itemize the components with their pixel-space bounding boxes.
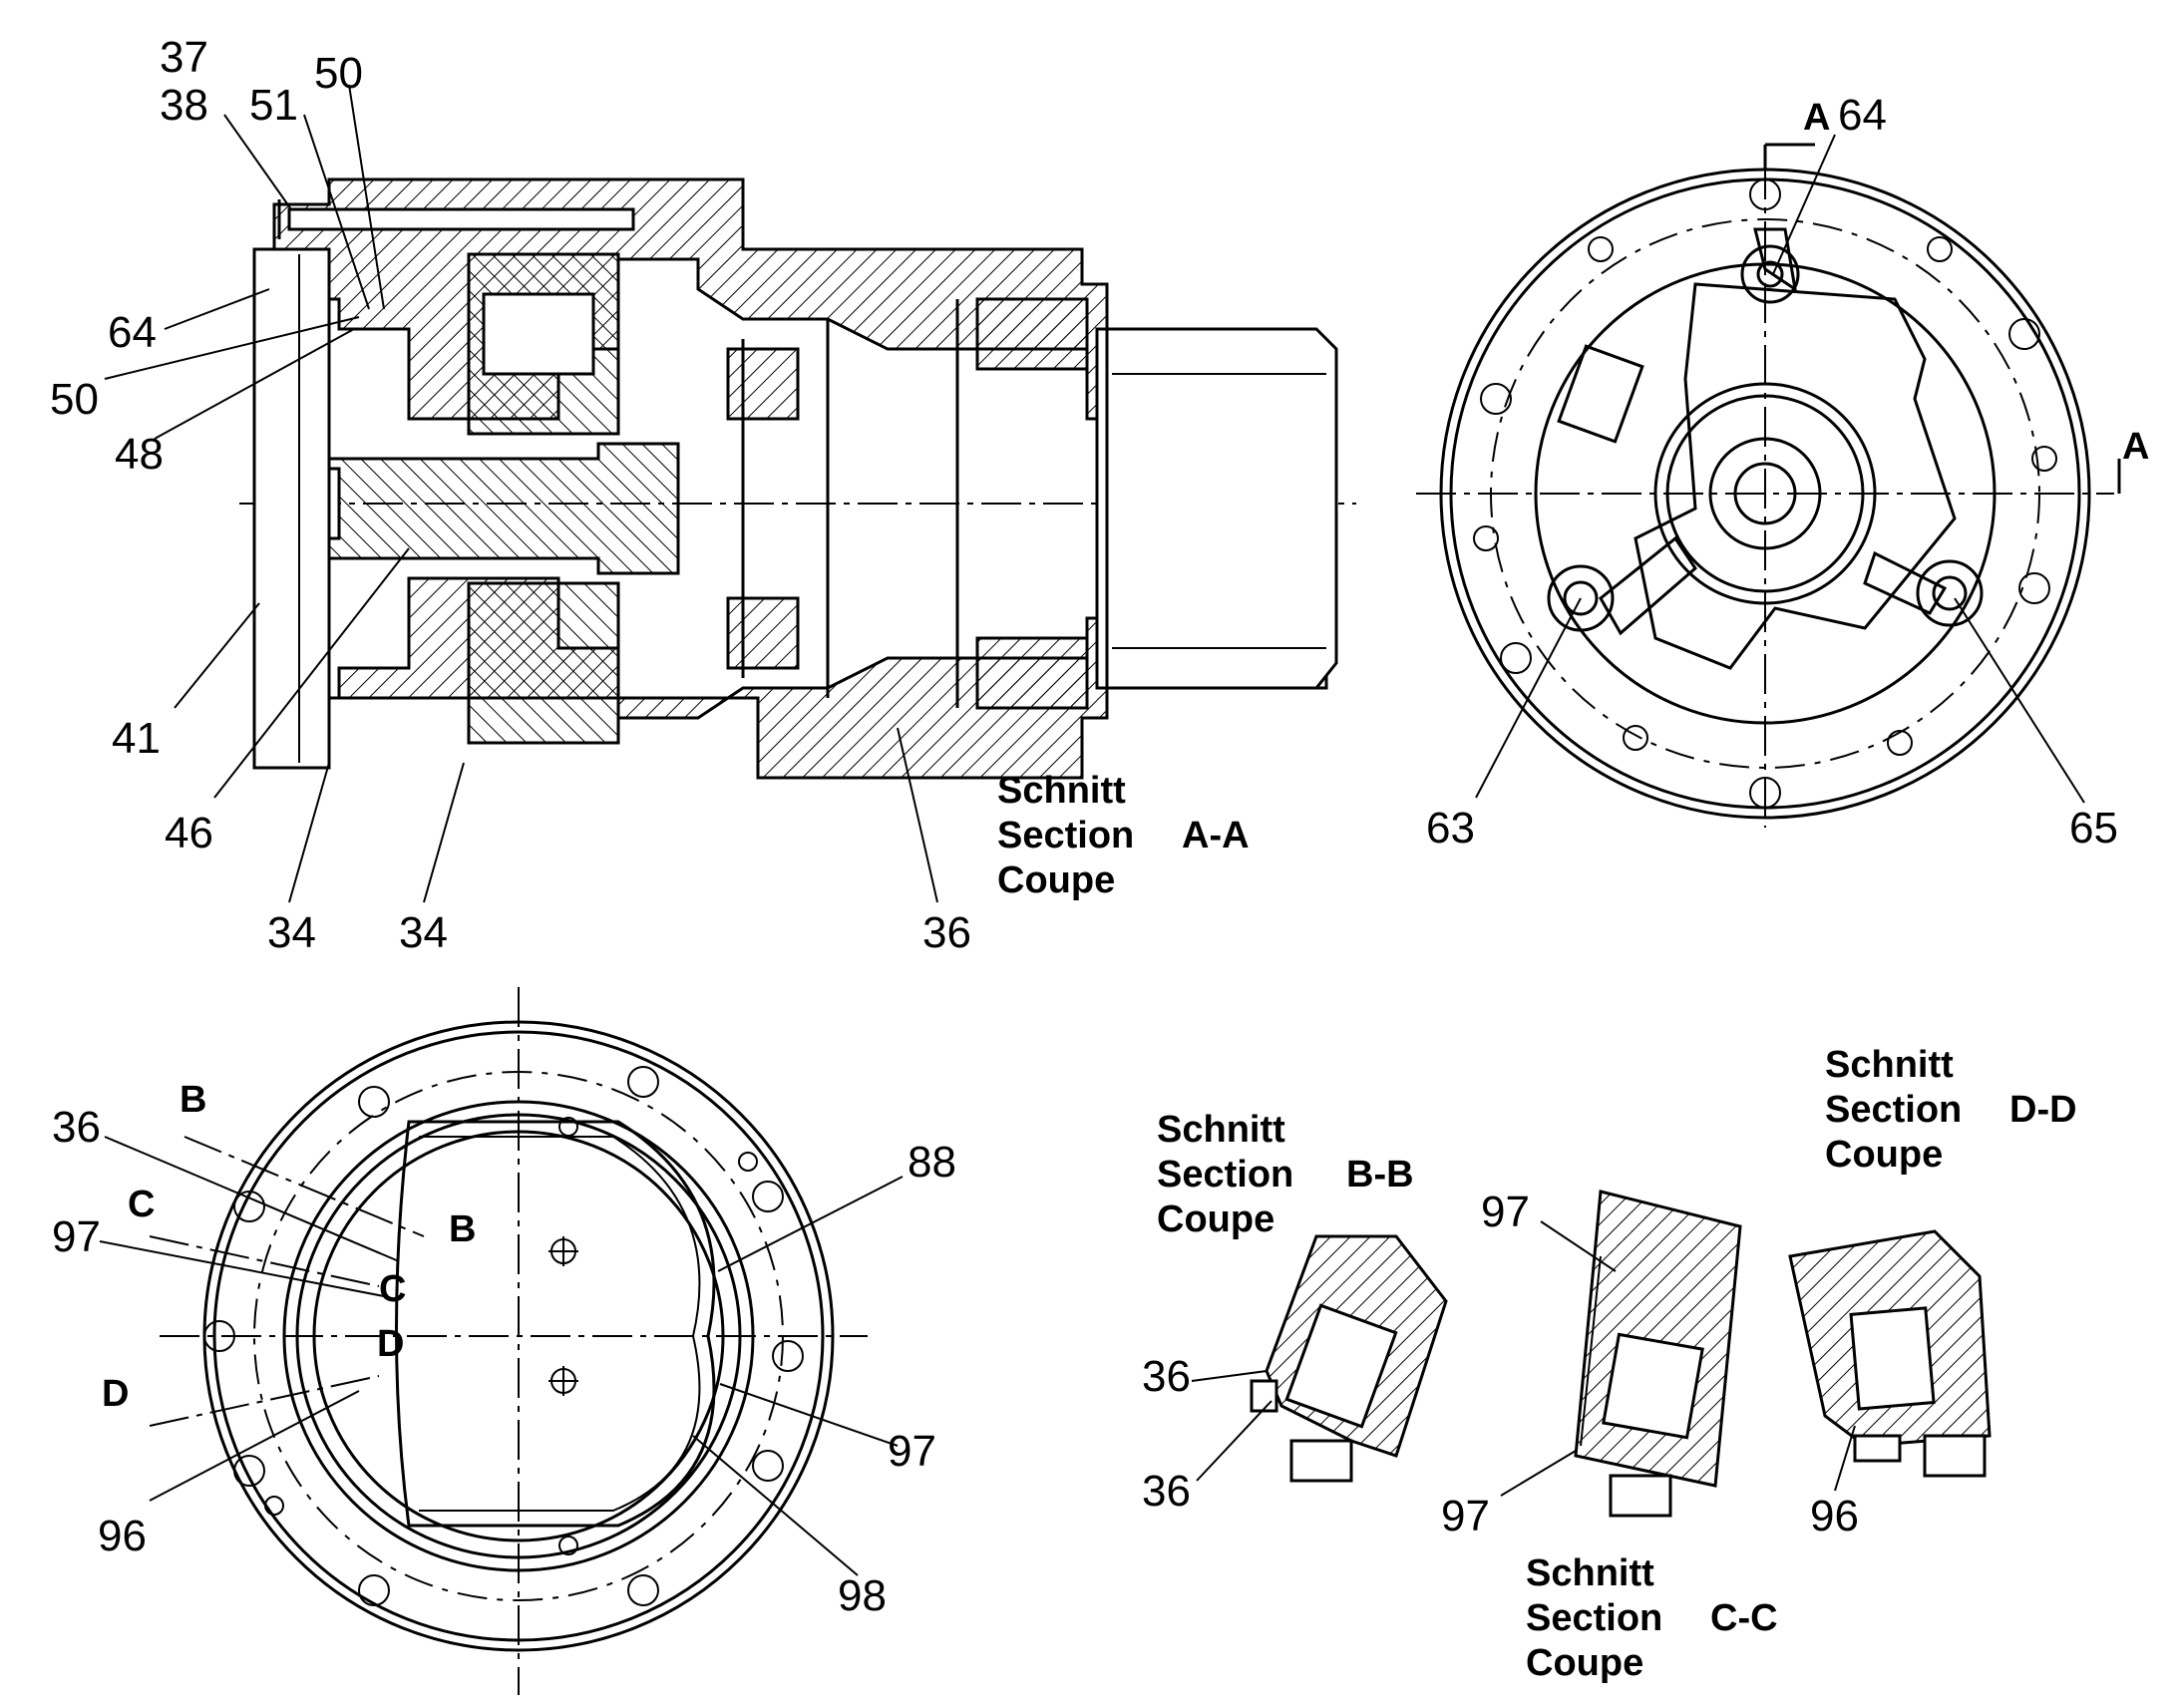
- section-mark-a-right: A: [2122, 426, 2149, 468]
- caption-schnitt: Schnitt: [997, 770, 1126, 812]
- section-bb-leaders: [1191, 1370, 1272, 1482]
- dd-caption-section: Section: [1825, 1089, 1962, 1131]
- section-mark-b-left: B: [180, 1079, 206, 1121]
- flange-bolt-holes: [203, 1066, 804, 1606]
- callout-34-b: 34: [399, 908, 448, 957]
- callout-51: 51: [249, 81, 298, 130]
- bb-caption-coupe: Coupe: [1157, 1198, 1274, 1240]
- callout-64-front: 64: [1838, 91, 1887, 140]
- caption-id-aa: A-A: [1182, 815, 1250, 856]
- cc-caption-schnitt: Schnitt: [1526, 1552, 1654, 1594]
- callout-98: 98: [838, 1571, 887, 1620]
- callout-50-top: 50: [314, 49, 363, 98]
- section-aa-leaders: [104, 84, 938, 903]
- front-view: [1416, 143, 2121, 828]
- section-dd-labels: Schnitt Section Coupe D-D 96: [1810, 1044, 2077, 1540]
- section-cc-labels: 97 97 Schnitt Section Coupe C-C: [1441, 1188, 1778, 1684]
- callout-64-left: 64: [108, 308, 157, 357]
- cc-caption-coupe: Coupe: [1526, 1642, 1643, 1684]
- section-bb-labels: Schnitt Section Coupe B-B 36 36: [1142, 1109, 1414, 1516]
- cc-caption-section: Section: [1526, 1597, 1662, 1639]
- callout-37: 37: [160, 33, 208, 82]
- callout-36-bb-top: 36: [1142, 1352, 1191, 1401]
- callout-97-cc-top: 97: [1481, 1188, 1530, 1236]
- bb-caption-section: Section: [1157, 1154, 1293, 1196]
- dd-caption-id: D-D: [2009, 1089, 2077, 1131]
- callout-96-flange: 96: [98, 1512, 147, 1560]
- caption-section: Section: [997, 815, 1134, 856]
- callout-97-flange: 97: [52, 1212, 101, 1261]
- section-mark-a-top: A: [1803, 97, 1830, 139]
- section-cc-view: [1574, 1190, 1742, 1518]
- bb-caption-id: B-B: [1346, 1154, 1414, 1196]
- bb-caption-schnitt: Schnitt: [1157, 1109, 1285, 1151]
- callout-41: 41: [112, 714, 161, 763]
- callout-36-aa: 36: [922, 908, 971, 957]
- section-mark-d-right: D: [377, 1323, 404, 1365]
- front-labels: A A 64 63 65: [1426, 91, 2149, 853]
- section-bb-view: [1250, 1234, 1448, 1483]
- callout-36-bb-bottom: 36: [1142, 1467, 1191, 1516]
- callout-97-cc-bottom: 97: [1441, 1492, 1490, 1540]
- cc-caption-id: C-C: [1710, 1597, 1778, 1639]
- flange-labels: B B C C D D 36 97 96 88 97 98: [52, 1079, 956, 1620]
- section-mark-b-right: B: [449, 1208, 476, 1250]
- flange-view: [149, 987, 868, 1695]
- dd-caption-schnitt: Schnitt: [1825, 1044, 1954, 1086]
- section-mark-c-right: C: [379, 1268, 406, 1310]
- callout-34-a: 34: [267, 908, 316, 957]
- section-dd-view: [1788, 1229, 1992, 1478]
- callout-50-left: 50: [50, 375, 99, 424]
- callout-88: 88: [908, 1138, 956, 1187]
- section-aa-callouts: 37 38 51 50 64 50 48 41 46 34 34 36: [50, 33, 971, 957]
- section-mark-c-left: C: [128, 1184, 155, 1225]
- callout-96-dd: 96: [1810, 1492, 1859, 1540]
- front-leaders: [1475, 134, 2085, 804]
- callout-65: 65: [2069, 804, 2118, 853]
- callout-48: 48: [115, 430, 164, 479]
- callout-38: 38: [160, 81, 208, 130]
- section-aa-view: [239, 177, 1356, 780]
- section-mark-d-left: D: [102, 1373, 129, 1415]
- callout-63: 63: [1426, 804, 1475, 853]
- section-cc-leaders: [1500, 1220, 1617, 1497]
- caption-coupe: Coupe: [997, 859, 1115, 901]
- dd-caption-coupe: Coupe: [1825, 1134, 1943, 1176]
- flange-leaders: [99, 1136, 904, 1576]
- section-dd-leaders: [1834, 1425, 1856, 1492]
- callout-97-flange-right: 97: [888, 1427, 936, 1476]
- front-bolt-holes: [1473, 178, 2057, 809]
- section-aa-caption: Schnitt Section Coupe A-A: [997, 770, 1250, 901]
- callout-36-flange: 36: [52, 1103, 101, 1152]
- callout-46: 46: [165, 809, 213, 857]
